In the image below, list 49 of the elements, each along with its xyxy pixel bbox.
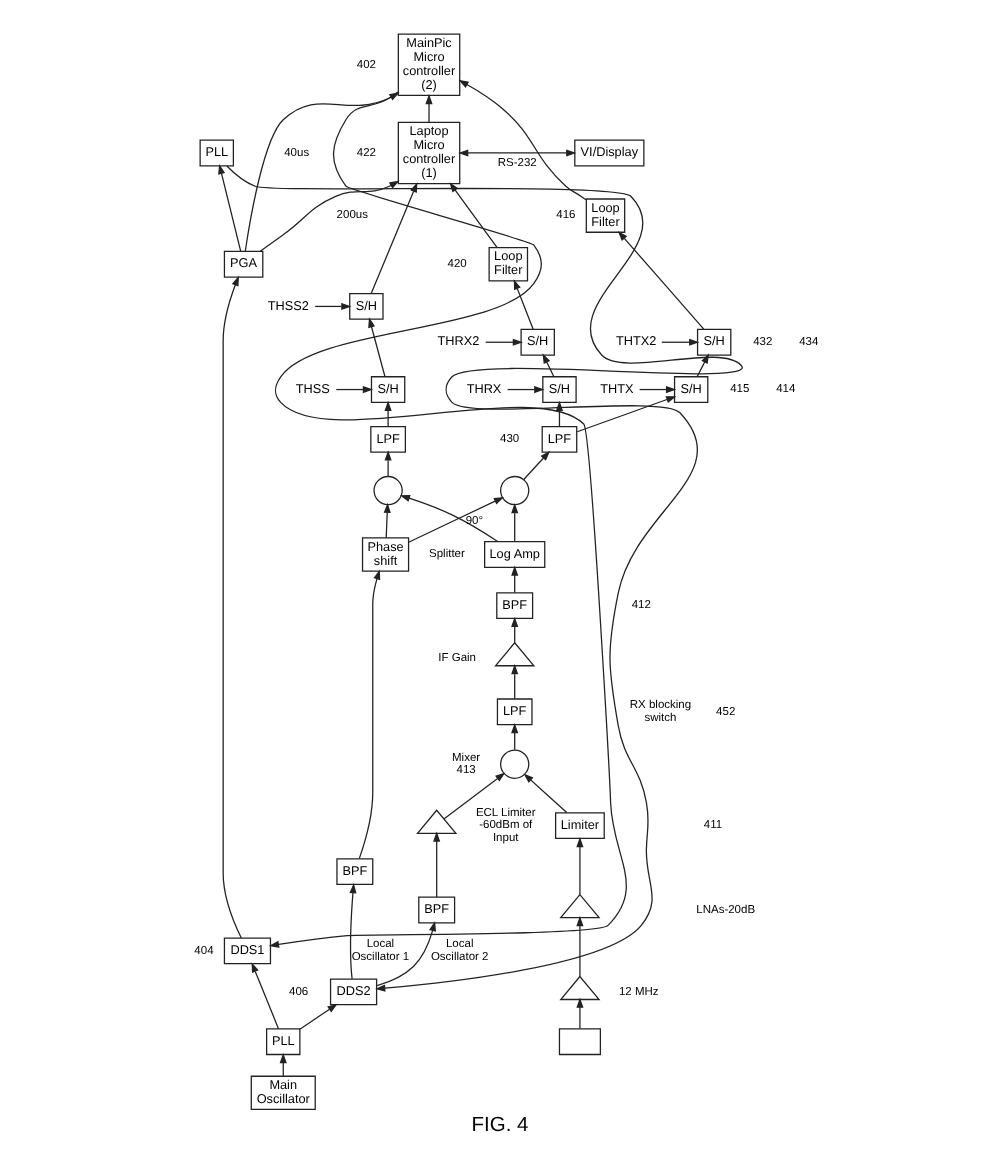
- arrow: [458, 149, 577, 157]
- arrow: [511, 664, 519, 700]
- arrow: [368, 317, 386, 378]
- arrow: [576, 396, 677, 433]
- arrow: [425, 93, 433, 123]
- arrow: [218, 163, 242, 252]
- arrow: [268, 91, 627, 948]
- arrow: [399, 494, 499, 543]
- arrow: [384, 400, 392, 427]
- arrow: [485, 338, 523, 346]
- arrow: [259, 180, 400, 252]
- arrow: [576, 997, 584, 1030]
- arrow: [226, 165, 742, 992]
- arrow: [358, 569, 381, 860]
- node-circle: [500, 749, 530, 779]
- arrow: [244, 92, 400, 252]
- arrow: [376, 920, 436, 987]
- arrow: [638, 385, 677, 394]
- arrow: [576, 915, 584, 978]
- arrow: [449, 182, 498, 248]
- arrow: [511, 503, 519, 543]
- arrow: [458, 79, 587, 201]
- arrow: [433, 831, 441, 898]
- arrow: [661, 338, 700, 346]
- arrow: [370, 182, 418, 294]
- arrow: [314, 302, 352, 310]
- arrow: [335, 385, 374, 394]
- arrow: [513, 279, 534, 330]
- node-circle: [500, 475, 530, 506]
- node-triangle: [416, 809, 458, 834]
- node-triangle: [559, 893, 601, 919]
- arrow: [349, 883, 357, 980]
- caption: FIG. 4: [471, 1114, 529, 1137]
- arrow: [251, 962, 280, 1030]
- node-box: [558, 1028, 601, 1056]
- arrow: [299, 1003, 338, 1030]
- node-triangle: [559, 975, 601, 1001]
- arrow: [523, 450, 551, 481]
- arrow: [383, 502, 391, 539]
- arrow: [222, 275, 242, 939]
- arrow: [617, 230, 705, 330]
- arrow: [576, 836, 584, 896]
- arrow: [408, 496, 505, 543]
- node-circle: [373, 475, 403, 506]
- arrow: [443, 772, 506, 820]
- arrow: [506, 385, 545, 394]
- node-triangle: [494, 641, 536, 667]
- arrow: [384, 450, 392, 477]
- arrow: [523, 773, 568, 814]
